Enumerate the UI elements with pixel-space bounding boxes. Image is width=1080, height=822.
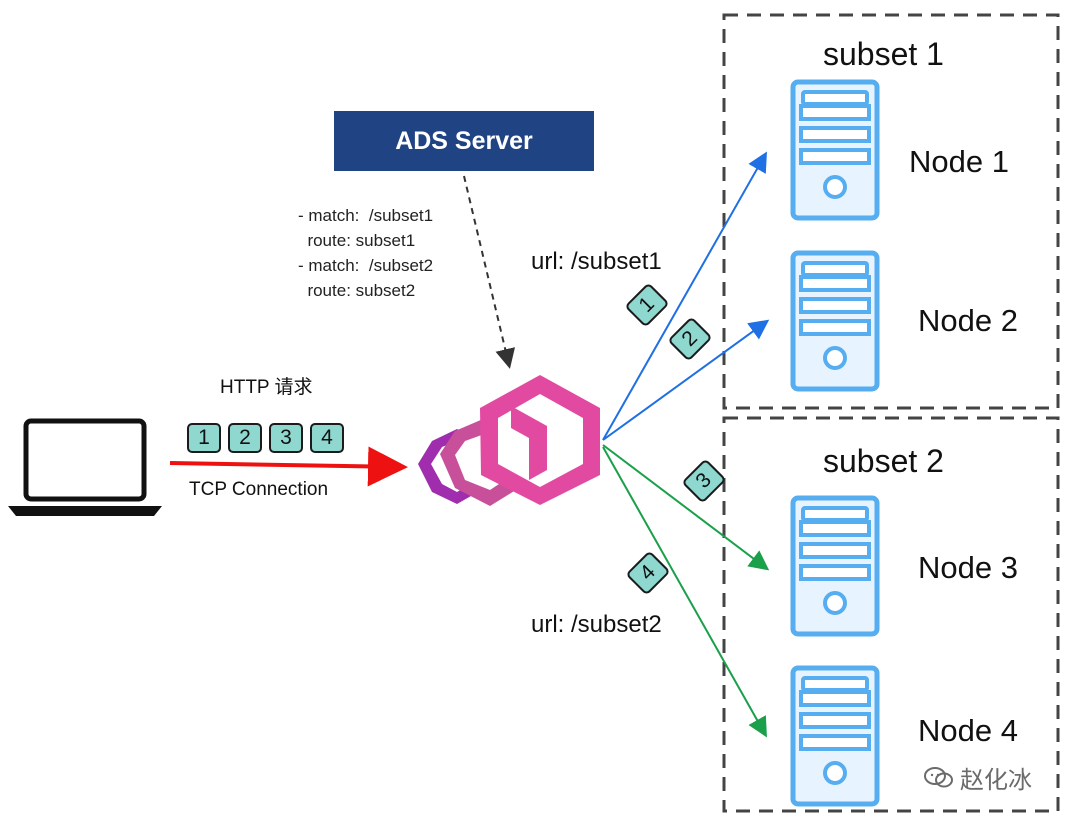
ads-server-label: ADS Server bbox=[395, 126, 533, 155]
node4-label: Node 4 bbox=[918, 713, 1018, 748]
request-label: HTTP 请求 bbox=[220, 377, 313, 398]
route-arrow-node3 bbox=[602, 444, 770, 571]
request-arrow bbox=[169, 446, 408, 487]
client-packet-1: 1 bbox=[187, 423, 221, 453]
node1-label: Node 1 bbox=[909, 144, 1009, 179]
envoy-logo-icon bbox=[418, 375, 600, 506]
routing-rule-line: - match: /subset2 bbox=[298, 256, 434, 275]
server-node3-icon bbox=[790, 495, 880, 637]
connection-label: TCP Connection bbox=[189, 479, 329, 500]
url-subset1-label: url: /subset1 bbox=[531, 248, 662, 275]
client-packet-2: 2 bbox=[228, 423, 262, 453]
node2-label: Node 2 bbox=[918, 303, 1018, 338]
server-node4-icon bbox=[790, 665, 880, 807]
routing-rules: - match: /subset1 route: subset1 - match… bbox=[298, 203, 433, 303]
subset1-box bbox=[722, 13, 1060, 410]
url-subset2-label: url: /subset2 bbox=[531, 611, 662, 638]
subset1-title: subset 1 bbox=[823, 36, 944, 72]
subset2-box bbox=[722, 416, 1060, 813]
route-arrow-node4 bbox=[602, 446, 767, 738]
subset2-title: subset 2 bbox=[823, 443, 944, 479]
wechat-icon bbox=[924, 766, 953, 787]
route-arrow-node2 bbox=[602, 319, 770, 441]
routing-rule-line: route: subset2 bbox=[298, 281, 416, 300]
routing-rule-line: - match: /subset1 bbox=[298, 206, 434, 225]
client-packet-3: 3 bbox=[269, 423, 303, 453]
watermark: 赵化冰 bbox=[924, 760, 1032, 795]
client-packet-4: 4 bbox=[310, 423, 344, 453]
watermark-text: 赵化冰 bbox=[960, 767, 1032, 794]
server-node1-icon bbox=[790, 79, 880, 221]
node3-label: Node 3 bbox=[918, 550, 1018, 585]
route-arrow-node1 bbox=[602, 151, 767, 441]
laptop-icon bbox=[8, 418, 162, 516]
routing-rule-line: route: subset1 bbox=[298, 231, 416, 250]
ads-server-box: ADS Server bbox=[334, 111, 594, 171]
config-arrow bbox=[463, 175, 516, 369]
server-node2-icon bbox=[790, 250, 880, 392]
